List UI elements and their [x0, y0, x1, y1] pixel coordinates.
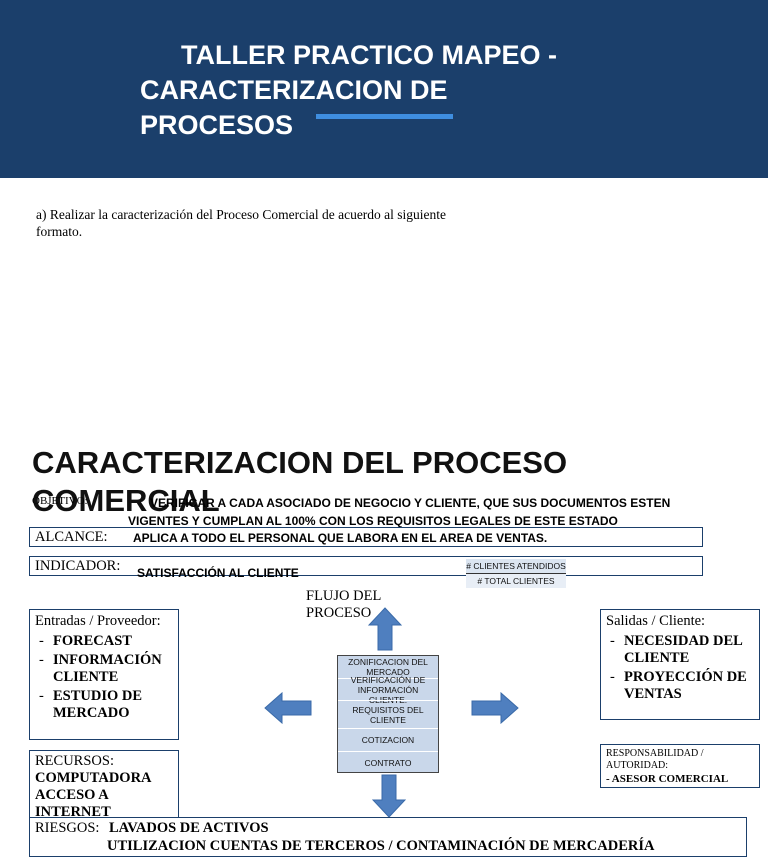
instruction-text: a) Realizar la caracterización del Proce… — [36, 207, 447, 239]
salidas-list: NECESIDAD DEL CLIENTE PROYECCIÓN DE VENT… — [606, 633, 754, 703]
arrow-up-icon — [368, 607, 402, 651]
flujo-step: REQUISITOS DEL CLIENTE — [338, 700, 438, 728]
flujo-step: CONTRATO — [338, 751, 438, 773]
entradas-label: Entradas / Proveedor: — [35, 613, 161, 629]
arrow-right-icon — [471, 692, 519, 724]
list-item: PROYECCIÓN DE VENTAS — [606, 669, 754, 703]
flujo-label-line-2: PROCESO — [306, 605, 372, 621]
riesgos-line-1: LAVADOS DE ACTIVOS — [109, 820, 269, 836]
responsabilidad-value: - ASESOR COMERCIAL — [606, 773, 729, 785]
page-title-line-1: TALLER PRACTICO MAPEO - — [181, 40, 557, 70]
flujo-step: ZONIFICACION DEL MERCADO — [348, 657, 428, 677]
entradas-list: FORECAST INFORMACIÓN CLIENTE ESTUDIO DE … — [35, 633, 173, 722]
flujo-step: COTIZACION — [338, 728, 438, 751]
section-title-line-2: COMERCIAL — [32, 483, 220, 518]
indicador-denominator: # TOTAL CLIENTES — [466, 574, 566, 588]
title-accent-line — [316, 114, 453, 119]
recursos-item: ACCESO A INTERNET — [35, 787, 111, 820]
list-item: ESTUDIO DE MERCADO — [35, 688, 173, 722]
indicador-label: INDICADOR: — [35, 558, 121, 574]
indicador-box — [29, 556, 703, 576]
indicador-numerator: # CLIENTES ATENDIDOS — [466, 559, 566, 574]
title-banner — [0, 0, 768, 178]
riesgos-box — [29, 817, 747, 857]
objetivo-label: OBJETIVO: — [32, 495, 88, 507]
page-title-line-3: PROCESOS — [140, 110, 294, 140]
salidas-label: Salidas / Cliente: — [606, 613, 706, 629]
list-item: FORECAST — [35, 633, 173, 650]
alcance-label: ALCANCE: — [35, 529, 108, 545]
indicador-text: SATISFACCIÓN AL CLIENTE — [137, 566, 299, 580]
arrow-down-icon — [372, 774, 406, 818]
entradas-box: Entradas / Proveedor: FORECAST INFORMACI… — [29, 609, 179, 740]
riesgos-label: RIESGOS: — [35, 820, 100, 836]
responsabilidad-label-line-2: AUTORIDAD: — [606, 760, 669, 771]
alcance-text: APLICA A TODO EL PERSONAL QUE LABORA EN … — [133, 531, 548, 545]
salidas-box: Salidas / Cliente: NECESIDAD DEL CLIENTE… — [600, 609, 760, 720]
responsabilidad-box: RESPONSABILIDAD / AUTORIDAD: - ASESOR CO… — [600, 744, 760, 788]
flujo-proceso-box: ZONIFICACION DEL MERCADO VERIFICACIÓN DE… — [337, 655, 439, 773]
responsabilidad-label-line-1: RESPONSABILIDAD / — [606, 748, 704, 759]
flujo-step: VERIFICACIÓN DE INFORMACIÓN CLIENTE. — [338, 675, 438, 705]
list-item: INFORMACIÓN CLIENTE — [35, 652, 173, 686]
page-title-line-2: CARACTERIZACION DE — [140, 75, 448, 105]
alcance-box — [29, 527, 703, 547]
flujo-label-line-1: FLUJO DEL — [306, 588, 382, 604]
list-item: NECESIDAD DEL CLIENTE — [606, 633, 754, 667]
recursos-item: COMPUTADORA — [35, 770, 152, 786]
recursos-label: RECURSOS: — [35, 753, 114, 769]
riesgos-line-2: UTILIZACION CUENTAS DE TERCEROS / CONTAM… — [107, 838, 655, 854]
recursos-box: RECURSOS: COMPUTADORA ACCESO A INTERNET — [29, 750, 179, 820]
section-title-line-1: CARACTERIZACION DEL PROCESO — [32, 445, 568, 480]
arrow-left-icon — [264, 692, 312, 724]
objetivo-text-line-1: VERIFICAR A CADA ASOCIADO DE NEGOCIO Y C… — [150, 496, 671, 510]
objetivo-text-line-2: VIGENTES Y CUMPLAN AL 100% CON LOS REQUI… — [128, 514, 618, 528]
